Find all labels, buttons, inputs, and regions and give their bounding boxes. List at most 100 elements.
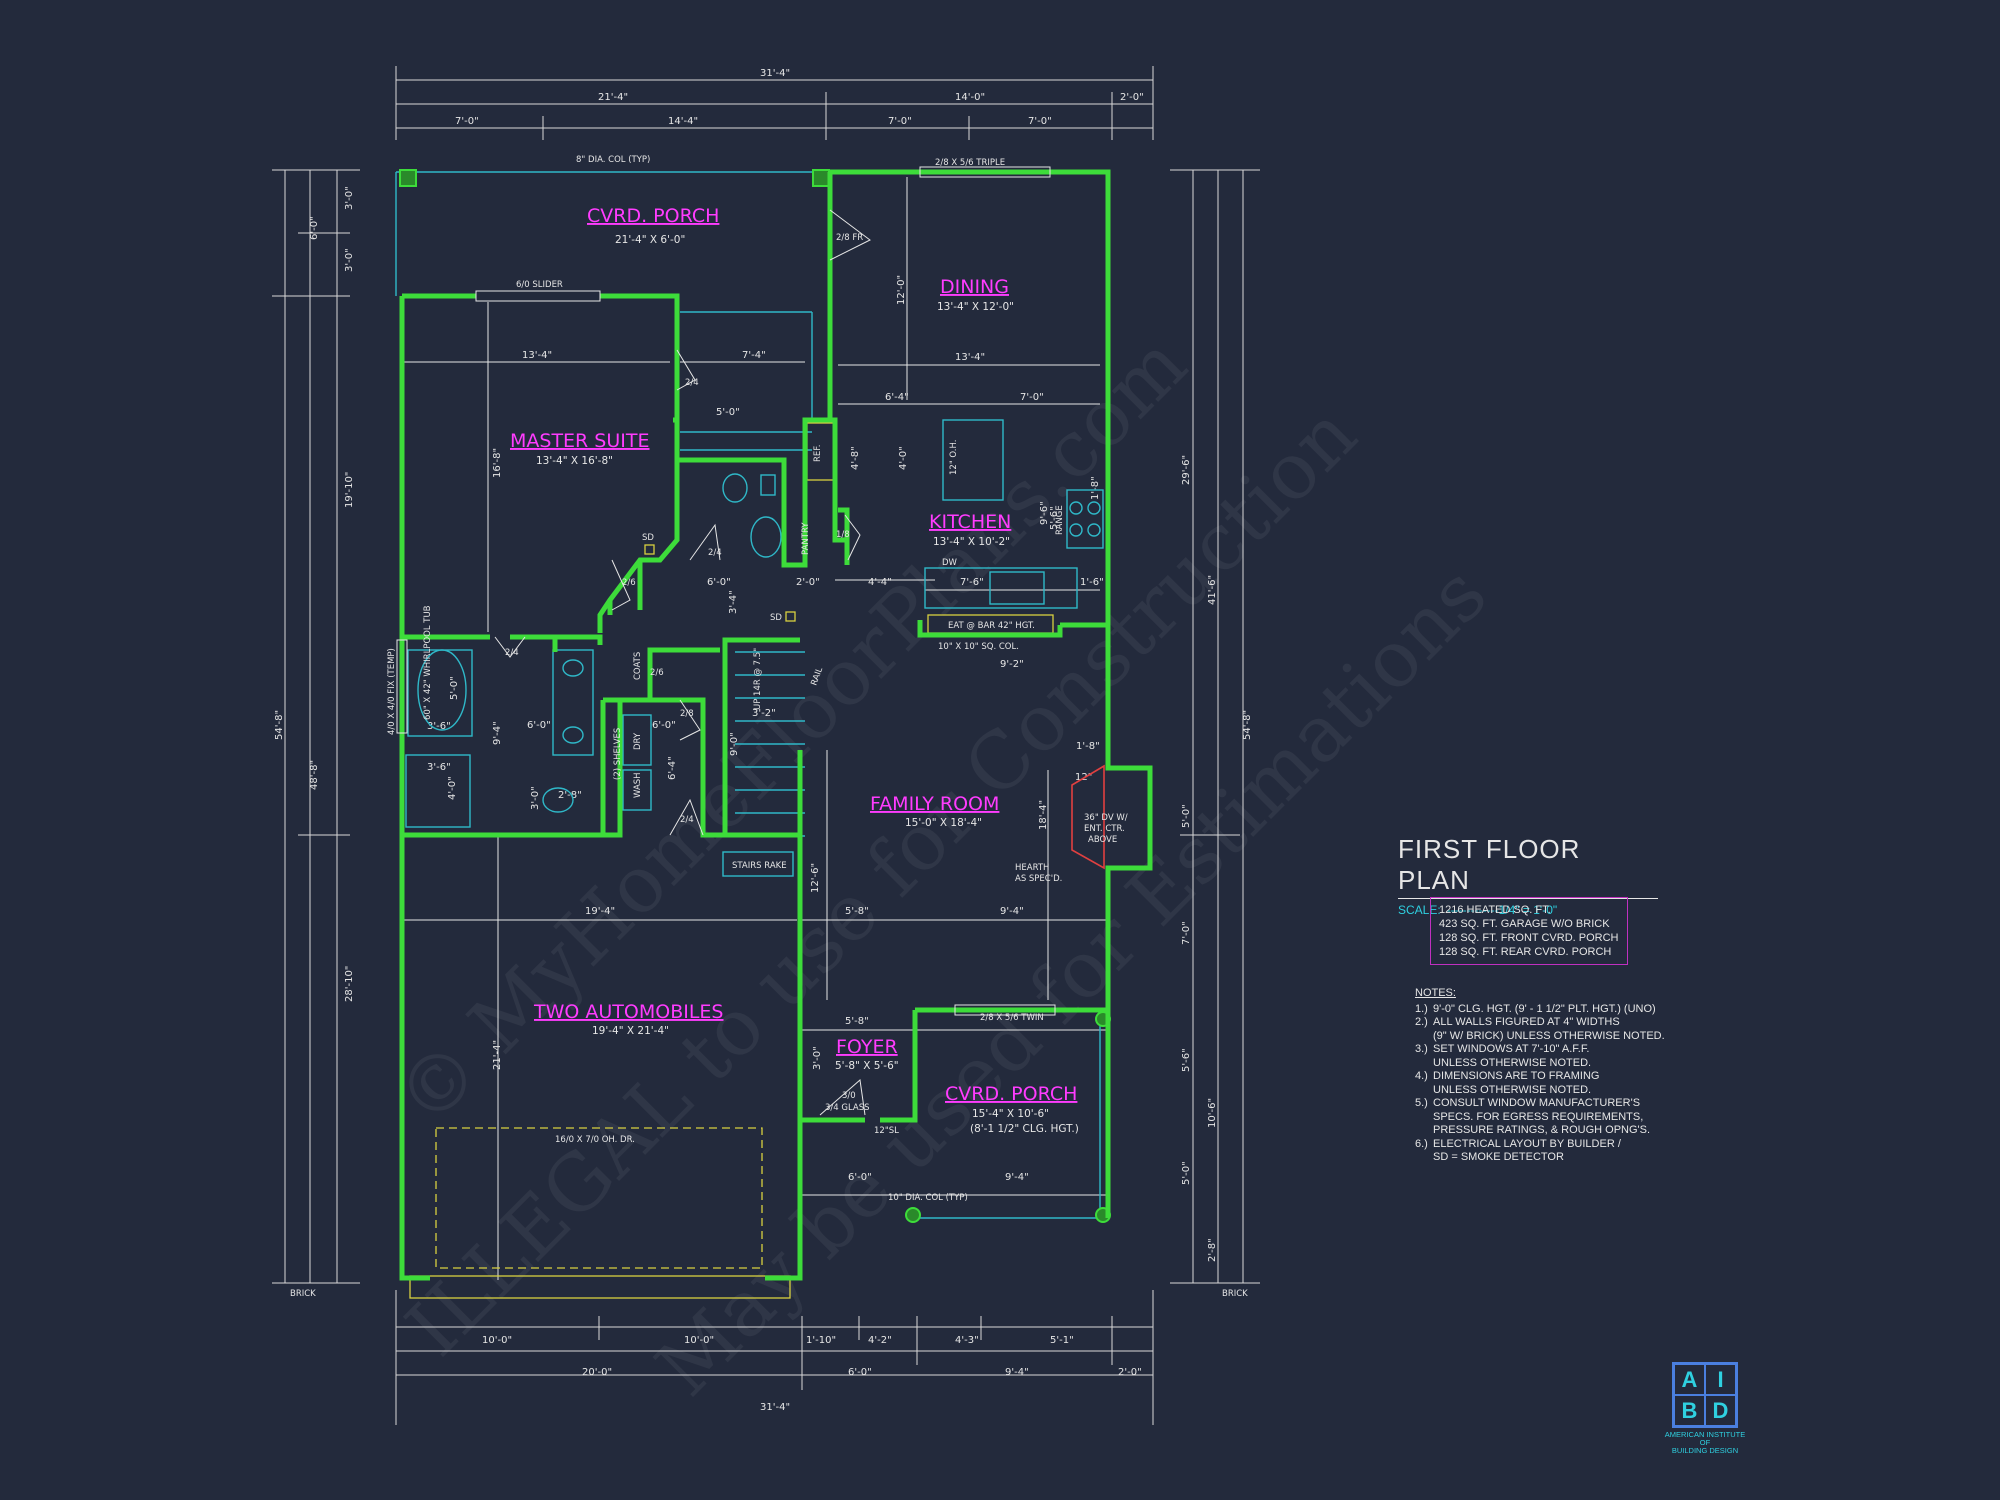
logo-name: AMERICAN INSTITUTE OF BUILDING DESIGN — [1655, 1431, 1755, 1455]
note-number: 4.) — [1415, 1070, 1428, 1082]
interior-guides — [404, 177, 1108, 1280]
note-number: 6.) — [1415, 1137, 1428, 1150]
callouts: 8" DIA. COL (TYP) 2/8 X 5/6 TRIPLE 6/0 S… — [290, 155, 1248, 1299]
dim-bottom: 9'-4" — [1005, 1367, 1029, 1378]
dim-right: 10'-6" — [1207, 1098, 1218, 1128]
dim-right: 5'-0" — [1181, 1161, 1192, 1185]
note-line: SPECS. FOR EGRESS REQUIREMENTS, — [1415, 1111, 1675, 1125]
note-text: ELECTRICAL LAYOUT BY BUILDER / — [1433, 1137, 1621, 1150]
callout-brick: BRICK — [290, 1289, 316, 1299]
scale-value: -------------1/4" = 1'-0" — [1446, 903, 1558, 917]
callout-dry: DRY — [633, 732, 643, 750]
notes-block: NOTES: 1.)9'-0" CLG. HGT. (9' - 1 1/2" P… — [1415, 987, 1675, 1165]
area-line: 128 SQ. FT. FRONT CVRD. PORCH — [1439, 932, 1619, 944]
window-slider — [475, 290, 601, 302]
note-number: 5.) — [1415, 1097, 1428, 1109]
toilet-1 — [750, 516, 782, 558]
interior-dim: 2'-0" — [796, 577, 820, 588]
aibd-logo: A I B D AMERICAN INSTITUTE OF BUILDING D… — [1655, 1362, 1755, 1455]
door-swing-icon — [676, 349, 696, 391]
notes-title: NOTES: — [1415, 987, 1456, 999]
logo-name-line: AMERICAN INSTITUTE — [1664, 1430, 1746, 1439]
interior-dim: 12'-0" — [896, 275, 907, 305]
callout-door: 2/8 — [680, 709, 694, 719]
yellow-elements — [409, 422, 1054, 1299]
callout-stairs-rake: STAIRS RAKE — [732, 861, 787, 871]
callout-door: 2/4 — [708, 548, 722, 558]
dim-bottom: 1'-10" — [806, 1335, 836, 1346]
note-number — [1415, 1151, 1433, 1165]
plan-title: FIRST FLOOR PLAN — [1398, 834, 1658, 899]
note-number — [1415, 1111, 1433, 1125]
interior-dim: 9'-4" — [1000, 906, 1024, 917]
dim-top-overall: 31'-4" — [760, 68, 790, 79]
kitchen-island — [942, 419, 1004, 501]
room-name-rear-porch: CVRD. PORCH — [587, 205, 719, 227]
column-icon — [905, 1207, 921, 1223]
dim-right: 7'-0" — [1181, 921, 1192, 945]
room-ceiling-front-porch: (8'-1 1/2" CLG. HGT.) — [970, 1123, 1079, 1135]
room-size-master-suite: 13'-4" X 16'-8" — [536, 455, 613, 467]
interior-dim: 19'-4" — [585, 906, 615, 917]
room-name-garage: TWO AUTOMOBILES — [533, 1001, 724, 1023]
interior-dim: 13'-4" — [955, 352, 985, 363]
interior-dim-text: 13'-4" 7'-4" 5'-0" 16'-8" 12'-0" 13'-4" … — [427, 275, 1104, 1183]
interior-dim: 5'-8" — [845, 906, 869, 917]
callout-fix-window: 4/0 X 4/0 FIX (TEMP) — [387, 648, 397, 735]
dim-left: 48'-8" — [309, 760, 320, 790]
logo-name-line: BUILDING DESIGN — [1671, 1446, 1739, 1455]
logo-name-line: OF — [1699, 1438, 1711, 1447]
interior-dim: 7'-0" — [1020, 392, 1044, 403]
interior-dim: 18'-4" — [1038, 800, 1049, 830]
callout-door: 2/8 FR — [836, 233, 863, 243]
callout-col-bot: 10" DIA. COL (TYP) — [888, 1193, 968, 1203]
interior-dim: 21'-4" — [492, 1040, 503, 1070]
dim-bottom: 6'-0" — [848, 1367, 872, 1378]
garage-apron — [409, 1275, 791, 1299]
interior-dim: 12'-6" — [810, 863, 821, 893]
note-number: 2.) — [1415, 1016, 1428, 1028]
interior-dim: 5'-0" — [449, 676, 460, 700]
callout-door: 1/8 — [836, 530, 850, 540]
fireplace — [1071, 764, 1105, 870]
room-size-kitchen: 13'-4" X 10'-2" — [933, 536, 1010, 548]
interior-dim: 6'-4" — [885, 392, 909, 403]
shower — [405, 754, 471, 828]
tub-frame — [407, 649, 473, 737]
sink-2 — [562, 726, 584, 744]
dim-left: 28'-10" — [344, 966, 355, 1002]
note-text: SD = SMOKE DETECTOR — [1433, 1151, 1564, 1163]
room-size-dining: 13'-4" X 12'-0" — [937, 301, 1014, 313]
interior-dim: 3'-6" — [427, 721, 451, 732]
interior-dim: 1'-6" — [1080, 577, 1104, 588]
room-size-garage: 19'-4" X 21'-4" — [592, 1025, 669, 1037]
room-size-rear-porch: 21'-4" X 6'-0" — [615, 234, 685, 246]
callout-oh: 12" O.H. — [949, 440, 959, 475]
note-line: 2.)ALL WALLS FIGURED AT 4" WIDTHS — [1415, 1016, 1675, 1030]
dim-right-overall: 54'-8" — [1242, 710, 1253, 740]
area-line: 1216 HEATED SQ. FT. — [1439, 904, 1551, 916]
column-icon — [399, 169, 417, 187]
sd-box-2 — [785, 611, 796, 622]
callout-sl: 12"SL — [874, 1126, 899, 1136]
callout-front-door: 3/0 — [842, 1091, 856, 1101]
callout-hearth: HEARTH — [1015, 863, 1049, 873]
note-line: SD = SMOKE DETECTOR — [1415, 1151, 1675, 1165]
note-text: SPECS. FOR EGRESS REQUIREMENTS, — [1433, 1110, 1644, 1123]
callout-col-top: 8" DIA. COL (TYP) — [576, 155, 650, 165]
interior-dim: 7'-6" — [960, 577, 984, 588]
callout-door: 2/4 — [685, 378, 699, 388]
dim-left-overall: 54'-8" — [274, 710, 285, 740]
interior-dim: 3'-2" — [752, 708, 776, 719]
dim-bottom: 5'-1" — [1050, 1335, 1074, 1346]
dimension-text: 31'-4" 21'-4" 14'-0" 2'-0" 7'-0" 14'-4" … — [274, 68, 1253, 1413]
door-swing-icon — [611, 559, 631, 611]
callout-fireplace: ENT. CTR. — [1084, 824, 1125, 834]
range — [1066, 489, 1104, 549]
interior-dim: 3'-4" — [728, 590, 739, 614]
door-swing-icon — [829, 209, 871, 261]
note-line: UNLESS OTHERWISE NOTED. — [1415, 1084, 1675, 1098]
callout-coats: COATS — [633, 652, 643, 680]
interior-dim: 6'-0" — [848, 1172, 872, 1183]
callout-stairs-up: UP 14R @ 7.5" — [753, 648, 763, 710]
